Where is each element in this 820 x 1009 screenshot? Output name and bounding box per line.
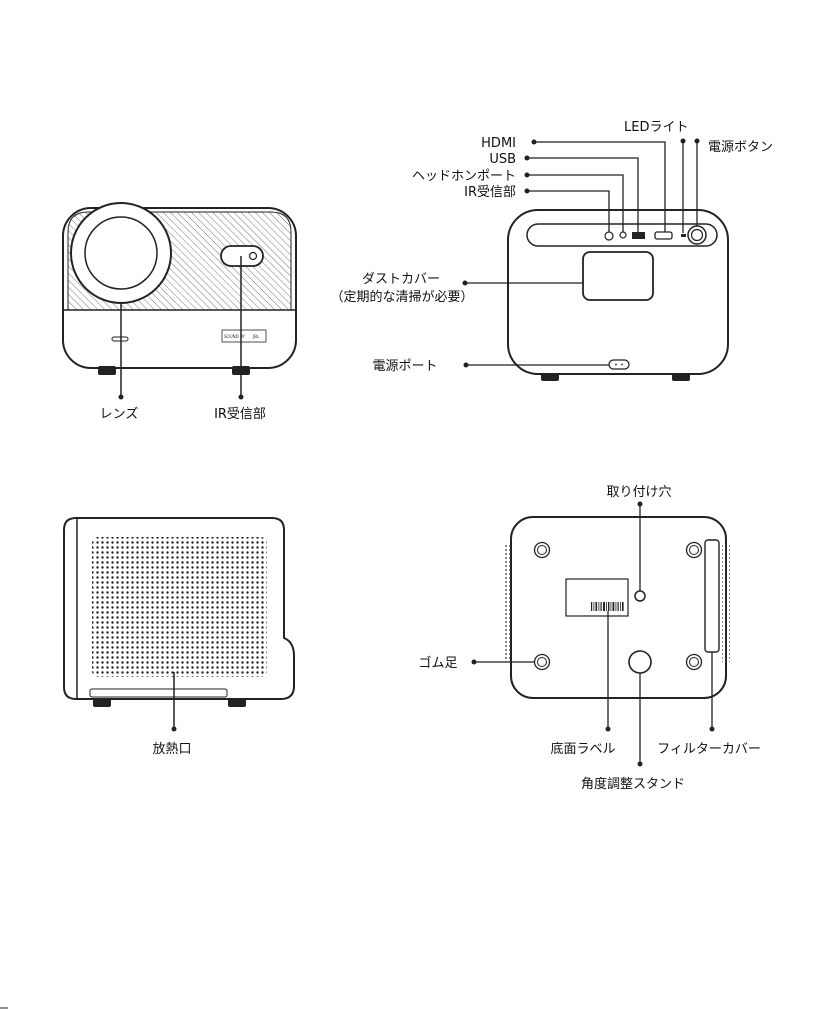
label-power-port: 電源ポート (372, 359, 437, 374)
filter-cover-leader-dot (710, 727, 715, 732)
back-view: HDMI USB ヘッドホンポート IR受信部 LEDライト 電源ボタン ダスト… (330, 120, 773, 381)
sound-badge-text: SOUND BY (224, 334, 245, 339)
label-front-ir: IR受信部 (214, 407, 266, 422)
vent-leader-dot (172, 727, 177, 732)
back-ir-leader-dot (525, 189, 530, 194)
label-bottom-label: 底面ラベル (550, 741, 615, 757)
power-button-leader-dot (695, 139, 700, 144)
ir-leader-dot (239, 395, 244, 400)
led-indicator (681, 234, 686, 237)
hdmi-leader-dot (532, 140, 537, 145)
label-led: LEDライト (624, 120, 688, 135)
side-foot-left (93, 698, 111, 707)
label-rubber-feet: ゴム足 (418, 655, 457, 671)
bottom-vent-left (503, 544, 511, 662)
label-hdmi: HDMI (481, 136, 516, 151)
label-lens: レンズ (100, 406, 139, 422)
power-port-leader-dot (464, 363, 469, 368)
lens-glass (85, 217, 157, 289)
label-mount-hole: 取り付け穴 (606, 485, 671, 500)
power-port-pin-left (615, 364, 617, 366)
label-headphone: ヘッドホンポート (412, 169, 516, 184)
label-vent: 放熱口 (152, 742, 191, 757)
rubber-feet-leader-dot (472, 660, 477, 665)
usb-port (632, 232, 645, 239)
dust-cover (583, 252, 653, 300)
label-usb: USB (489, 152, 516, 167)
label-dust-cover: ダストカバー (362, 272, 440, 287)
bottom-view: 取り付け穴 ゴム足 底面ラベル フィルターカバー 角度調整スタンド (418, 485, 760, 792)
front-foot-left (98, 366, 116, 375)
front-view: SOUND BY JBL レンズ IR受信部 (63, 203, 296, 422)
bottom-label-leader-dot (606, 727, 611, 732)
label-power-button: 電源ボタン (708, 140, 773, 155)
lens-leader-dot (119, 395, 124, 400)
label-angle-stand: 角度調整スタンド (581, 776, 685, 792)
headphone-leader-dot (525, 173, 530, 178)
dust-cover-leader-dot (463, 281, 468, 286)
usb-leader-dot (525, 156, 530, 161)
label-filter-cover: フィルターカバー (657, 742, 761, 757)
bottom-vent-right (722, 544, 730, 662)
side-vent-grid (92, 537, 267, 677)
brand-badge-text: JBL (252, 334, 260, 339)
side-view: 放熱口 (64, 518, 294, 757)
mount-hole-leader-dot (638, 502, 643, 507)
power-port-pin-right (621, 364, 623, 366)
led-leader-dot (681, 139, 686, 144)
side-foot-right (228, 698, 246, 707)
back-foot-right (672, 373, 690, 381)
label-back-ir: IR受信部 (464, 185, 516, 200)
back-foot-left (541, 373, 559, 381)
angle-stand-leader-dot (638, 762, 643, 767)
label-dust-cover-note: （定期的な清掃が必要） (330, 289, 473, 305)
